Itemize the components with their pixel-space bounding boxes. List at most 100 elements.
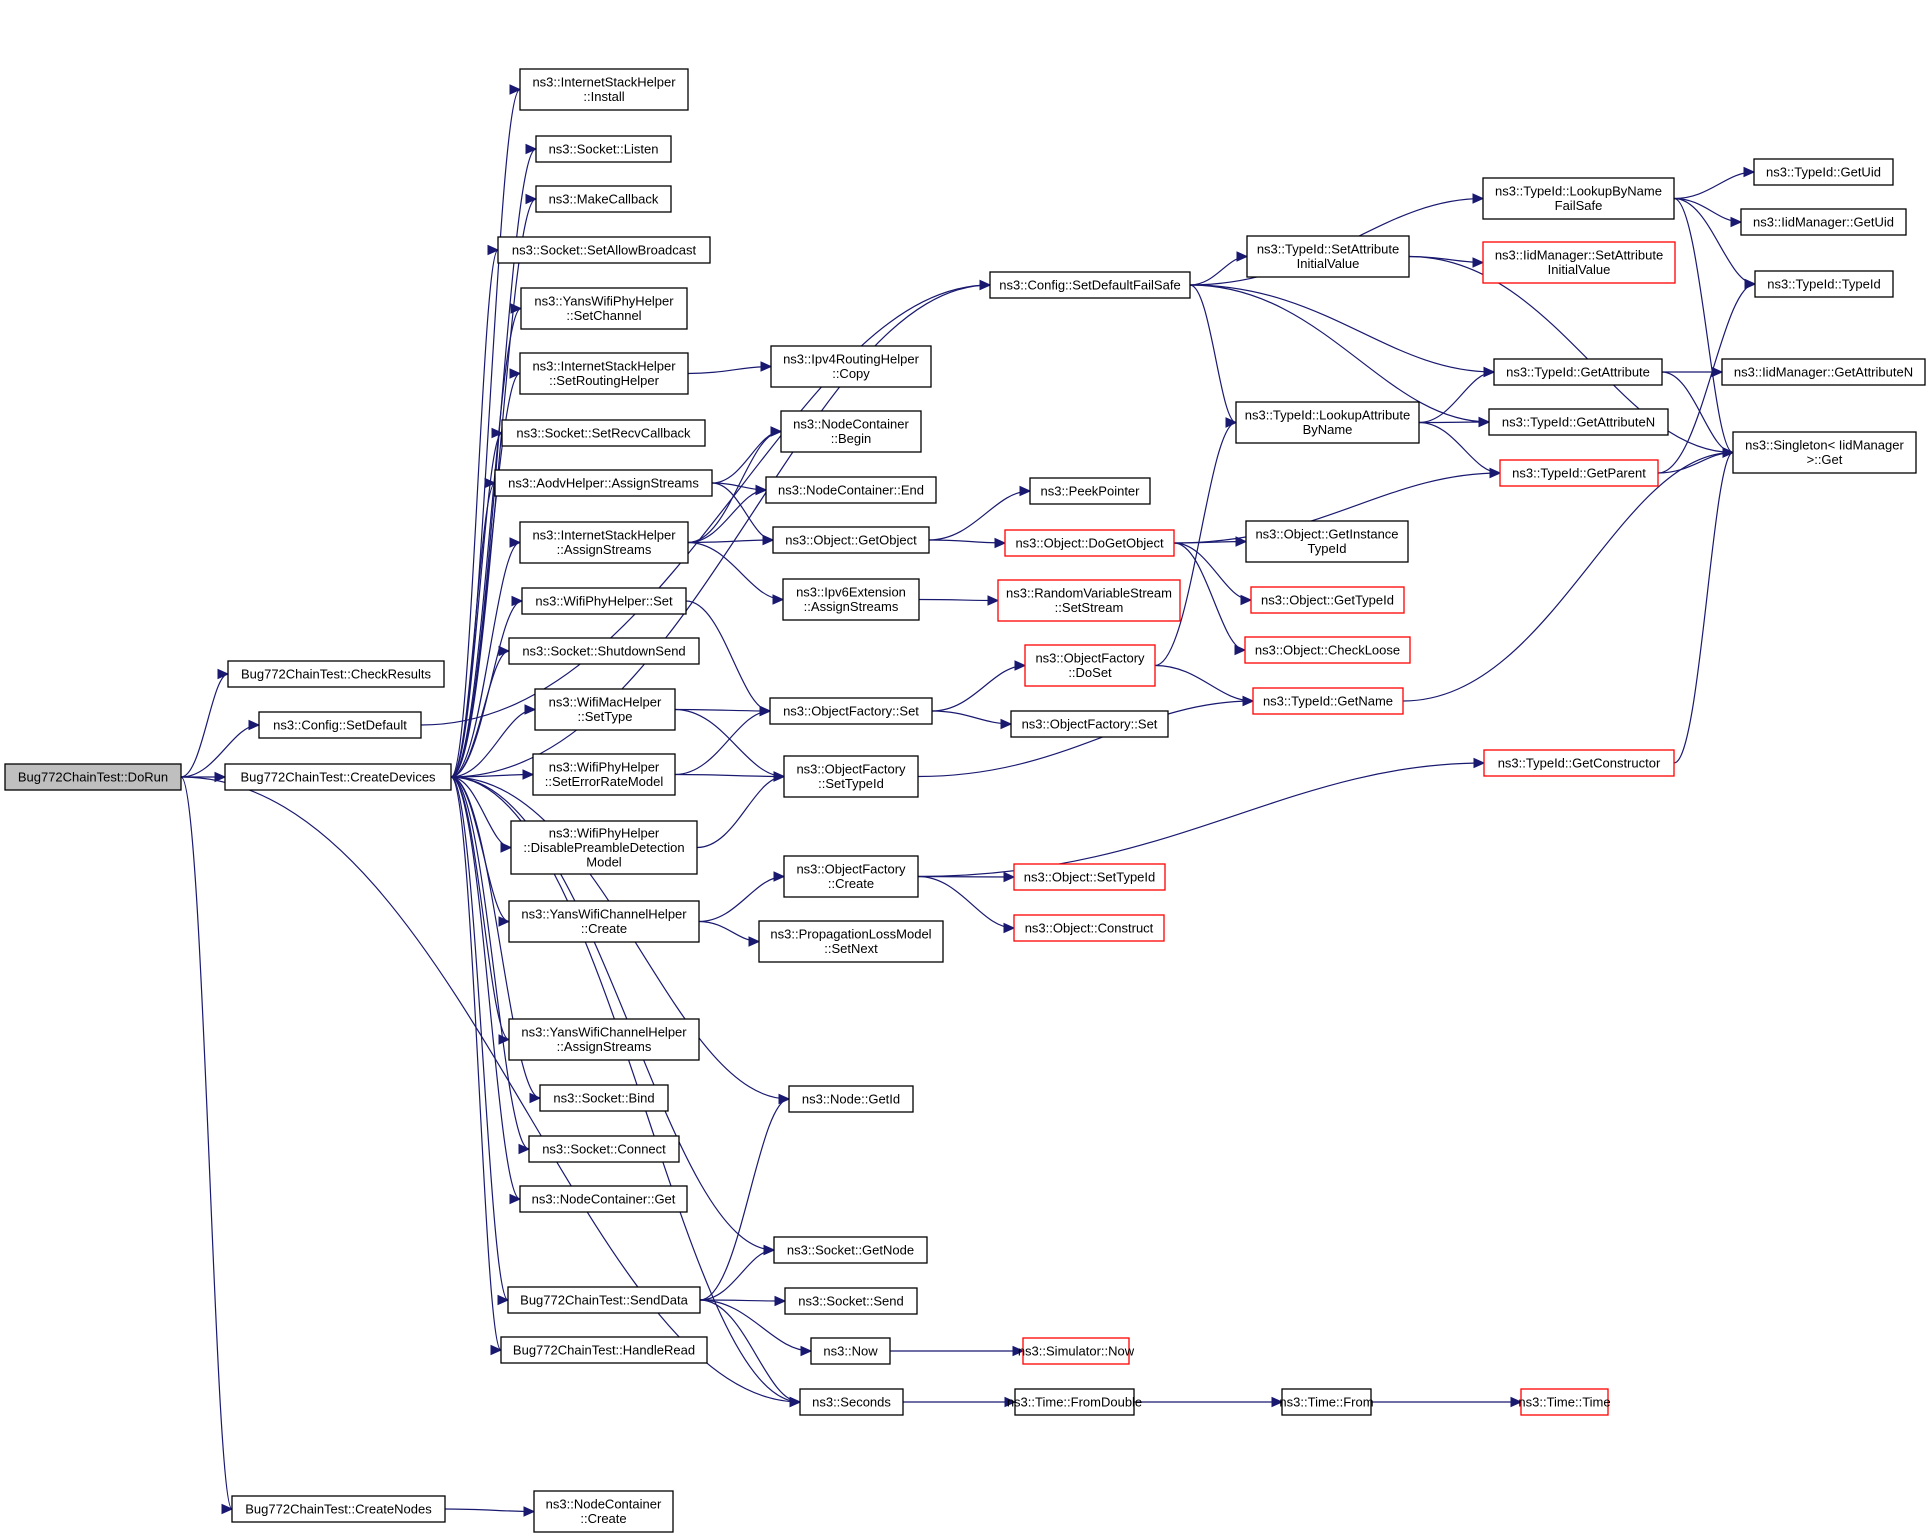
node-box[interactable] (1732, 431, 1917, 474)
node-box[interactable] (1281, 1388, 1372, 1416)
node-obj_gettypeid[interactable]: ns3::Object::GetTypeId (1250, 586, 1405, 614)
node-box[interactable] (4, 763, 182, 791)
node-box[interactable] (500, 1336, 708, 1364)
node-box[interactable] (1482, 241, 1676, 284)
node-obj_getobject[interactable]: ns3::Object::GetObject (772, 526, 930, 554)
node-box[interactable] (1520, 1388, 1609, 1416)
node-senddata[interactable]: Bug772ChainTest::SendData (507, 1286, 701, 1314)
node-time_fromdouble[interactable]: ns3::Time::FromDouble (1007, 1388, 1142, 1416)
node-box[interactable] (1483, 749, 1675, 777)
node-tid_getattr[interactable]: ns3::TypeId::GetAttribute (1493, 358, 1663, 386)
node-box[interactable] (1013, 914, 1165, 942)
node-sock_send[interactable]: ns3::Socket::Send (784, 1287, 918, 1315)
node-obj_dogetobject[interactable]: ns3::Object::DoGetObject (1004, 529, 1175, 557)
node-of_settypeid[interactable]: ns3::ObjectFactory::SetTypeId (783, 755, 919, 798)
node-box[interactable] (1024, 644, 1156, 687)
node-sock_setrecv[interactable]: ns3::Socket::SetRecvCallback (501, 419, 706, 447)
node-box[interactable] (510, 820, 698, 875)
node-iid_getattrn[interactable]: ns3::IidManager::GetAttributeN (1721, 358, 1926, 386)
node-box[interactable] (227, 660, 445, 688)
node-tid_getname[interactable]: ns3::TypeId::GetName (1252, 687, 1404, 715)
node-ywch_create[interactable]: ns3::YansWifiChannelHelper::Create (508, 900, 700, 943)
node-seconds[interactable]: ns3::Seconds (799, 1388, 904, 1416)
node-box[interactable] (1004, 529, 1175, 557)
node-box[interactable] (1245, 520, 1409, 563)
node-tid_getctor[interactable]: ns3::TypeId::GetConstructor (1483, 749, 1675, 777)
node-box[interactable] (258, 711, 422, 739)
node-box[interactable] (997, 579, 1181, 622)
node-sock_bind[interactable]: ns3::Socket::Bind (539, 1084, 669, 1112)
node-aodv_assign[interactable]: ns3::AodvHelper::AssignStreams (494, 469, 713, 497)
node-ish_install[interactable]: ns3::InternetStackHelper::Install (519, 68, 689, 111)
node-handleread[interactable]: Bug772ChainTest::HandleRead (500, 1336, 708, 1364)
node-setdefault[interactable]: ns3::Config::SetDefault (258, 711, 422, 739)
node-rvs_setstream[interactable]: ns3::RandomVariableStream::SetStream (997, 579, 1181, 622)
node-createnodes[interactable]: Bug772ChainTest::CreateNodes (231, 1495, 446, 1523)
node-box[interactable] (1499, 459, 1659, 487)
node-box[interactable] (1721, 358, 1926, 386)
node-box[interactable] (782, 578, 920, 621)
node-box[interactable] (1488, 408, 1669, 436)
node-box[interactable] (1029, 477, 1151, 505)
node-node_getid[interactable]: ns3::Node::GetId (788, 1085, 914, 1113)
node-ish_setrouting[interactable]: ns3::InternetStackHelper::SetRoutingHelp… (519, 352, 689, 395)
node-checkresults[interactable]: Bug772ChainTest::CheckResults (227, 660, 445, 688)
node-box[interactable] (231, 1495, 446, 1523)
node-box[interactable] (535, 135, 672, 163)
node-box[interactable] (758, 920, 944, 963)
node-wmh_settype[interactable]: ns3::WifiMacHelper::SetType (534, 688, 676, 731)
node-box[interactable] (1482, 177, 1675, 220)
node-sock_getnode[interactable]: ns3::Socket::GetNode (773, 1236, 928, 1264)
node-box[interactable] (1252, 687, 1404, 715)
node-box[interactable] (535, 185, 672, 213)
node-obj_settypeid[interactable]: ns3::Object::SetTypeId (1013, 863, 1166, 891)
node-of_create[interactable]: ns3::ObjectFactory::Create (783, 855, 919, 898)
node-box[interactable] (508, 1018, 700, 1061)
node-box[interactable] (508, 637, 700, 665)
node-plm_setnext[interactable]: ns3::PropagationLossModel::SetNext (758, 920, 944, 963)
node-box[interactable] (773, 1236, 928, 1264)
node-box[interactable] (788, 1085, 914, 1113)
node-makecallback[interactable]: ns3::MakeCallback (535, 185, 672, 213)
node-box[interactable] (1022, 1337, 1130, 1365)
node-box[interactable] (780, 410, 922, 453)
node-iid_setattrinit[interactable]: ns3::IidManager::SetAttributeInitialValu… (1482, 241, 1676, 284)
node-nc_get[interactable]: ns3::NodeContainer::Get (519, 1185, 688, 1213)
node-sock_listen[interactable]: ns3::Socket::Listen (535, 135, 672, 163)
node-box[interactable] (533, 1490, 674, 1533)
node-box[interactable] (521, 587, 687, 615)
node-box[interactable] (539, 1084, 669, 1112)
node-box[interactable] (519, 521, 689, 564)
node-box[interactable] (769, 697, 933, 725)
node-box[interactable] (783, 855, 919, 898)
node-box[interactable] (497, 236, 711, 264)
node-box[interactable] (799, 1388, 904, 1416)
node-box[interactable] (528, 1135, 680, 1163)
node-ipv4rh_copy[interactable]: ns3::Ipv4RoutingHelper::Copy (770, 345, 932, 388)
node-iid_getuid[interactable]: ns3::IidManager::GetUid (1740, 208, 1907, 236)
node-ywph_setchannel[interactable]: ns3::YansWifiPhyHelper::SetChannel (520, 287, 688, 330)
node-box[interactable] (1014, 1388, 1135, 1416)
node-ywch_assign[interactable]: ns3::YansWifiChannelHelper::AssignStream… (508, 1018, 700, 1061)
node-box[interactable] (507, 1286, 701, 1314)
node-sock_shutdown[interactable]: ns3::Socket::ShutdownSend (508, 637, 700, 665)
node-box[interactable] (1740, 208, 1907, 236)
node-box[interactable] (1493, 358, 1663, 386)
node-singleton_get[interactable]: ns3::Singleton< IidManager>::Get (1732, 431, 1917, 474)
node-box[interactable] (519, 68, 689, 111)
node-box[interactable] (765, 476, 937, 504)
node-time_time[interactable]: ns3::Time::Time (1518, 1388, 1611, 1416)
node-box[interactable] (989, 271, 1191, 299)
node-tid_getparent[interactable]: ns3::TypeId::GetParent (1499, 459, 1659, 487)
node-box[interactable] (783, 755, 919, 798)
node-tid_getuid[interactable]: ns3::TypeId::GetUid (1753, 158, 1894, 186)
node-nc_end[interactable]: ns3::NodeContainer::End (765, 476, 937, 504)
node-box[interactable] (784, 1287, 918, 1315)
node-peekpointer[interactable]: ns3::PeekPointer (1029, 477, 1151, 505)
node-ish_assign[interactable]: ns3::InternetStackHelper::AssignStreams (519, 521, 689, 564)
node-sock_allowbc[interactable]: ns3::Socket::SetAllowBroadcast (497, 236, 711, 264)
node-box[interactable] (224, 763, 452, 791)
node-box[interactable] (1010, 710, 1169, 738)
